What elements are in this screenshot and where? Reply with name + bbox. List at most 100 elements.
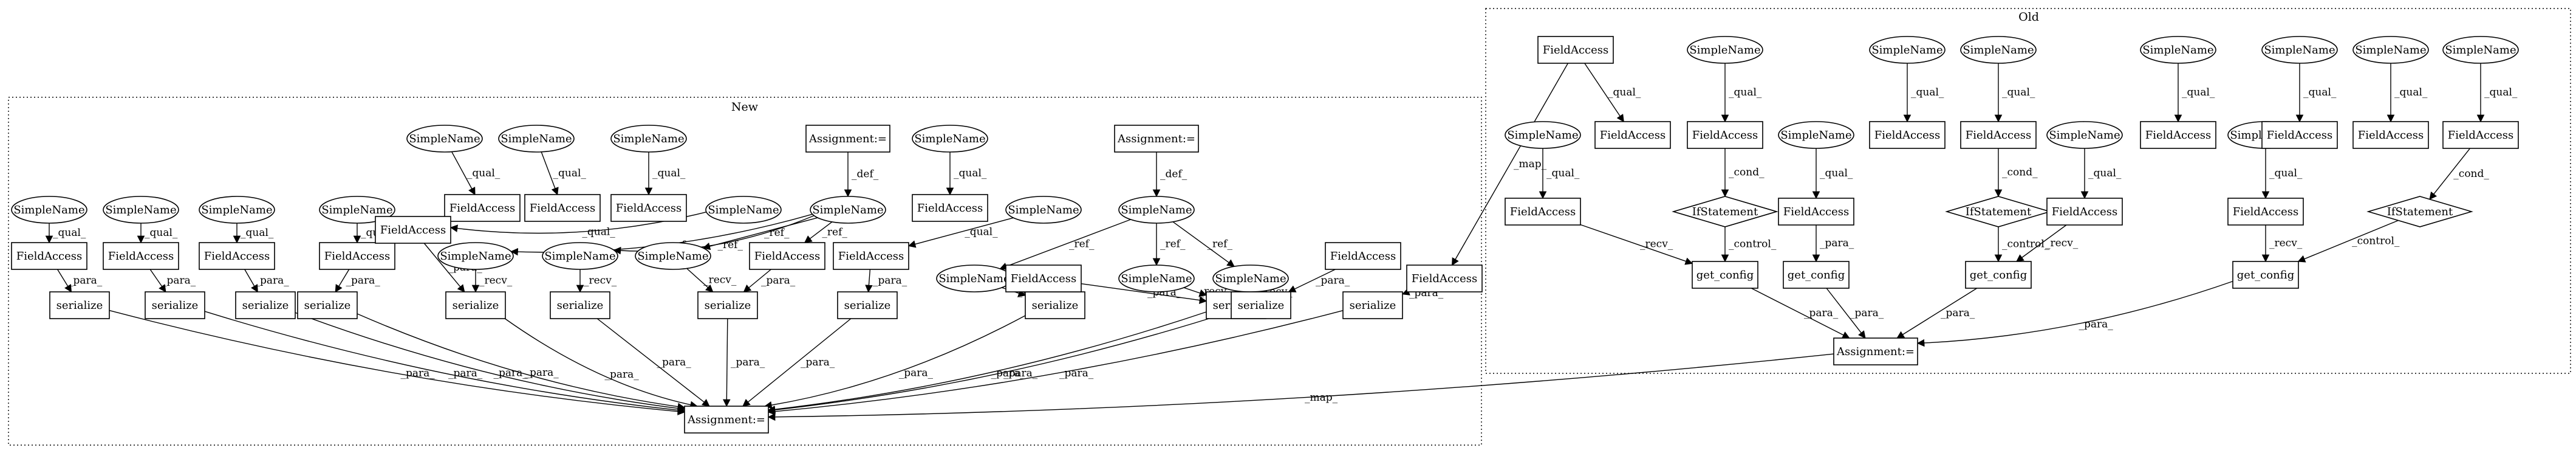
node-o-fa1: FieldAccess [1538,36,1613,63]
node-o-sn1: SimpleName [1505,122,1580,148]
node-label: SimpleName [812,204,883,216]
node-label: SimpleName [1121,204,1192,216]
node-label: SimpleName [105,204,176,216]
edge-label: _qual_ [652,167,686,179]
node-label: SimpleName [440,250,511,263]
node-n-fa6: FieldAccess [525,195,600,221]
node-label: IfStatement [1692,206,1758,218]
node-n-root: Assignment:= [685,406,768,433]
edge-label: _para_ [873,275,907,287]
edge-label: _para_ [761,275,796,287]
node-label: get_config [1696,269,1754,282]
node-label: IfStatement [2387,206,2453,218]
node-o-sn2: SimpleName [1687,36,1763,63]
edge-label: _qual_ [145,227,178,239]
node-o-if3: IfStatement [2368,196,2472,227]
node-o-fa9: FieldAccess [2140,122,2216,148]
node-n-sn12: SimpleName [1119,196,1194,223]
node-label: SimpleName [409,133,480,145]
edge-label: _recv_ [2269,237,2303,249]
edge-label: _para_ [605,368,640,381]
node-label: SimpleName [2142,44,2213,57]
node-label: SimpleName [2445,44,2516,57]
node-label: SimpleName [2355,44,2426,57]
node-label: FieldAccess [2358,129,2424,142]
node-label: Assignment:= [1836,345,1915,358]
node-label: SimpleName [1963,44,2034,57]
node-label: SimpleName [1689,44,1760,57]
edge-label: _para_ [448,367,483,379]
node-label: FieldAccess [1600,129,1666,142]
edge-n-sn12-to-n-sr4 [1000,220,1131,269]
node-n-se11: serialize [1231,292,1291,319]
edge-o-fa1-to-n-fa14 [1452,63,1568,265]
edge-label: _control_ [2002,238,2050,251]
edge-label: _qual_ [241,227,274,239]
node-n-fa7: FieldAccess [611,195,686,221]
node-n-se6: serialize [550,292,610,319]
node-n-sr2: SimpleName [542,243,618,269]
node-n-sn1: SimpleName [12,196,87,223]
node-o-fa5: FieldAccess [1778,198,1854,225]
edge-label: _para_ [801,356,835,368]
edge-label: _qual_ [2088,167,2122,179]
node-label: serialize [557,299,604,312]
edge-label: _ref_ [1160,238,1186,251]
node-o-fa10: FieldAccess [2228,198,2303,225]
node-label: FieldAccess [1412,272,1477,285]
node-label: serialize [844,299,891,312]
node-o-sn7: SimpleName [2140,36,2216,63]
node-label: FieldAccess [2052,206,2117,218]
edge-label: _qual_ [2182,86,2215,99]
node-n-fa9: FieldAccess [912,195,988,221]
node-n-fa13: FieldAccess [1325,243,1401,269]
node-n-sr4: SimpleName [937,265,1012,292]
node-label: serialize [1238,299,1285,312]
node-n-fa12: FieldAccess [1006,265,1081,292]
node-label: serialize [152,299,199,312]
node-n-fa1: FieldAccess [12,243,87,269]
edge-label: _para_ [657,356,692,368]
edge-label: _qual_ [1729,86,1762,99]
edge-label: _recv_ [2045,237,2079,249]
cluster-new-label: New [731,100,759,114]
edge-label: _ref_ [822,226,847,238]
node-label: Assignment:= [1117,133,1195,145]
node-label: SimpleName [544,250,615,263]
node-o-sn10: SimpleName [2353,36,2428,63]
node-label: SimpleName [1780,129,1851,142]
node-n-sn2: SimpleName [103,196,179,223]
edge-label: _para_ [162,275,196,287]
node-n-se8: serialize [838,292,897,319]
node-label: FieldAccess [1011,272,1076,285]
node-o-fa2: FieldAccess [1595,122,1670,148]
node-n-sn7: SimpleName [611,125,686,152]
edge-label: _qual_ [467,167,501,179]
node-label: FieldAccess [449,202,515,215]
edge-label: _para_ [346,275,381,287]
node-n-se9: serialize [1025,292,1085,319]
node-label: SimpleName [321,204,392,216]
edge-label: _qual_ [1546,167,1580,179]
edge-n-se12-to-n-root [768,311,1343,412]
node-label: Assignment:= [808,133,887,145]
node-n-sr5: SimpleName [1119,265,1194,292]
node-n-fa4: FieldAccess [319,243,395,269]
node-label: SimpleName [1871,44,1942,57]
node-label: SimpleName [1121,272,1192,285]
edge-label: _map_ [1305,392,1338,404]
node-label: FieldAccess [380,224,446,237]
node-label: FieldAccess [324,250,390,263]
node-label: serialize [1350,299,1396,312]
edge-label: _recv_ [1640,238,1673,250]
node-n-sr6: SimpleName [1213,265,1288,292]
node-n-fa5: FieldAccess [445,195,520,221]
edge-label: _control_ [1729,238,1777,251]
edge-label: _qual_ [954,167,987,179]
node-label: SimpleName [1008,204,1079,216]
node-o-fa8: FieldAccess [2047,198,2122,225]
node-label: FieldAccess [1510,206,1576,218]
node-label: serialize [1032,299,1079,312]
